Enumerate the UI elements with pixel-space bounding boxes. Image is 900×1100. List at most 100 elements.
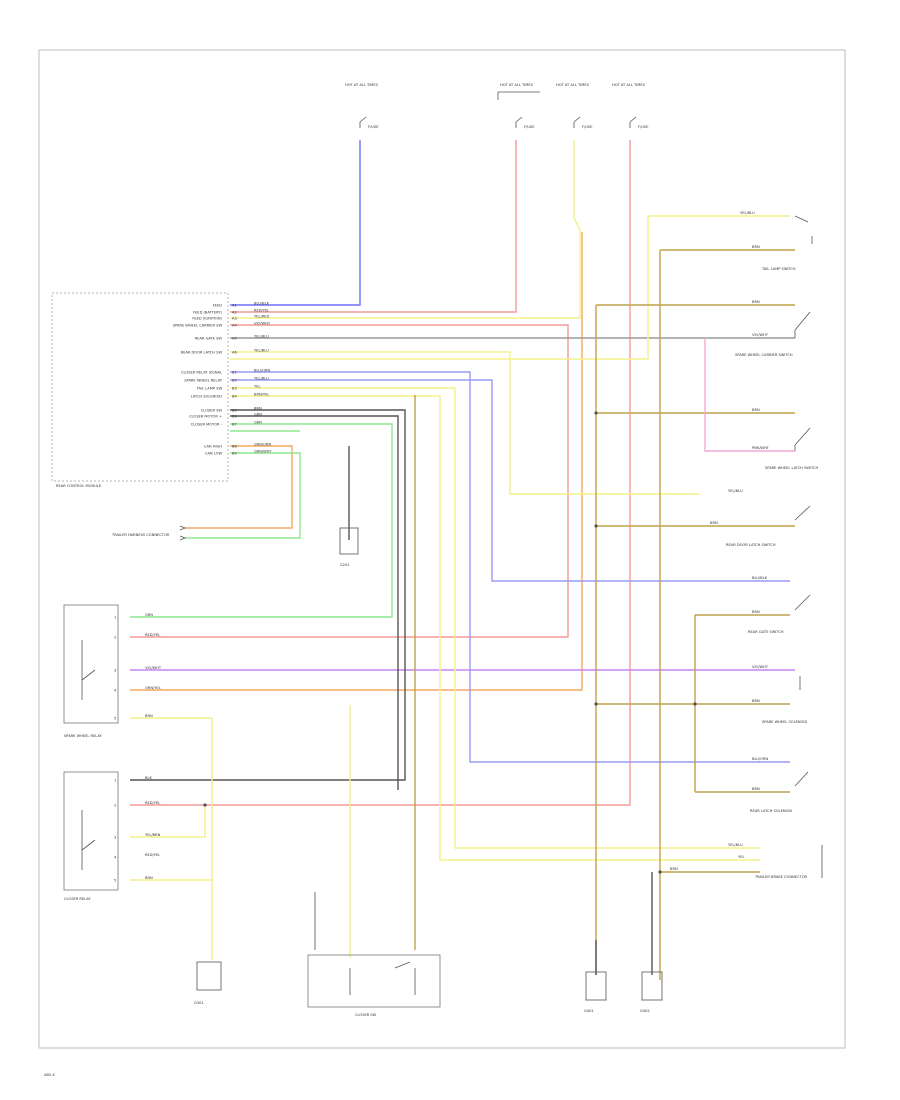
connector-left-label: TRAILER HARNESS CONNECTOR bbox=[111, 533, 170, 537]
junction-1 bbox=[594, 411, 598, 415]
module-name: REAR CONTROL MODULE bbox=[56, 484, 102, 488]
module-pin-id: B1 bbox=[232, 371, 237, 375]
wire-relay1-red bbox=[130, 324, 569, 638]
fuse-main: HOT AT ALL TIMES F/USE bbox=[345, 83, 379, 129]
module-pin-name: CLOSER MOTOR - bbox=[191, 423, 223, 427]
fuse-a-id: F/USE bbox=[524, 125, 535, 129]
wire-relay1-yellow bbox=[130, 717, 213, 880]
module-pin-name: FEED bbox=[213, 304, 223, 308]
ground-right-2: G402 bbox=[640, 971, 663, 1013]
module-pin-id: B4 bbox=[232, 395, 237, 399]
relay-pin-id: 5 bbox=[114, 717, 116, 721]
module-pin-wire: YEL bbox=[254, 385, 260, 389]
relay-pin-wire: RED/YEL bbox=[145, 801, 160, 805]
module-pin-name: CLOSER SW bbox=[201, 409, 223, 413]
closer-label: CLOSER SW bbox=[355, 1013, 377, 1017]
wire-feed-blue bbox=[230, 140, 361, 306]
fuse-a-label: HOT AT ALL TIMES bbox=[500, 83, 534, 87]
wire-fuse-b-yellow bbox=[230, 140, 581, 319]
module-pin-id: A6 bbox=[232, 351, 237, 355]
wire-yellow-closer bbox=[130, 879, 213, 960]
ground-center: G201 bbox=[339, 527, 359, 567]
right-wire-label: BRN bbox=[752, 699, 760, 703]
wire-can-high bbox=[185, 445, 293, 529]
relay-pin-id: 1 bbox=[114, 616, 116, 620]
right-wire-label: BRN bbox=[752, 408, 760, 412]
ground-center-label: G201 bbox=[340, 563, 350, 567]
spare-wheel-relay: SPARE WHEEL RELAY 1GRN2RED/YEL3VIO/WHT4O… bbox=[63, 604, 162, 738]
right-wire-label: YEL/BLU bbox=[728, 489, 743, 493]
module-pin-wire: YEL/BLU bbox=[254, 335, 269, 339]
relay-pin-wire: ORN/YEL bbox=[145, 686, 161, 690]
wire-fuse-a-red bbox=[230, 140, 517, 313]
right-wire-label: BRN bbox=[752, 787, 760, 791]
wire-can-low bbox=[185, 452, 301, 539]
r-switch4-label: REAR DOOR LATCH SWITCH bbox=[726, 543, 776, 547]
fuse-c-label: HOT AT ALL TIMES bbox=[612, 83, 646, 87]
r-switch6-label: SPARE WHEEL SOLENOID bbox=[762, 720, 807, 724]
fuse-b-label: HOT AT ALL TIMES bbox=[556, 83, 590, 87]
relay-pin-wire: RED/YEL bbox=[145, 633, 160, 637]
fuse-c: HOT AT ALL TIMES F/USE bbox=[612, 83, 649, 129]
module-pin-name: CLOSER RELAY SIGNAL bbox=[181, 371, 222, 375]
wire-yellow-388 bbox=[230, 387, 760, 849]
fuse-main-id: F/USE bbox=[368, 125, 379, 129]
fuse-c-id: F/USE bbox=[638, 125, 649, 129]
right-wire-label: BLU/ORN bbox=[752, 757, 768, 761]
module-pin-id: A5 bbox=[232, 337, 237, 341]
right-wire-label: YEL/BLU bbox=[740, 211, 755, 215]
right-wire-label: BRN bbox=[752, 300, 760, 304]
right-wire-label: YEL/BLU bbox=[728, 843, 743, 847]
module-pin-name: FEED (BATTERY) bbox=[193, 311, 223, 315]
module-pin-wire: VIO/WHT bbox=[254, 322, 271, 326]
right-wire-label: BRN bbox=[752, 245, 760, 249]
right-wire-label: PNK/WHT bbox=[752, 446, 770, 450]
relay2-label: CLOSER RELAY bbox=[64, 897, 91, 901]
module-pin-wire: BRN/YEL bbox=[254, 393, 269, 397]
r-switch1-label: TAIL LAMP SWITCH bbox=[761, 267, 796, 271]
closer-relay: CLOSER RELAY 1BLK2RED/YEL3YEL/BRN4RED/YE… bbox=[63, 771, 161, 901]
trailer-harness-connector: TRAILER HARNESS CONNECTOR bbox=[111, 525, 187, 541]
junction-6 bbox=[203, 803, 207, 807]
relay2-box bbox=[63, 771, 119, 891]
wire-blue-380 bbox=[230, 379, 790, 582]
module-pin-wire: GRN bbox=[254, 413, 262, 417]
r-switch2-label: SPARE WHEEL CARRIER SWITCH bbox=[735, 353, 793, 357]
right-switches: TAIL LAMP SWITCH SPARE WHEEL CARRIER SWI… bbox=[726, 215, 823, 879]
module-pin-name: REAR DOOR LATCH SW bbox=[181, 351, 223, 355]
wire-yellow-closer-sw bbox=[130, 805, 206, 838]
module-pin-name: LATCH SOLENOID bbox=[191, 395, 223, 399]
wire-yellow-352 bbox=[230, 351, 700, 495]
module-pin-wire: BRN bbox=[254, 407, 262, 411]
module-pin-name: CAN LOW bbox=[205, 452, 223, 456]
module-pin-id: A3 bbox=[232, 317, 237, 321]
ground-left-label: G301 bbox=[194, 1001, 204, 1005]
ground-r2-symbol bbox=[641, 971, 663, 1001]
wire-yellow-359 bbox=[230, 215, 790, 360]
wire-yellow-396 bbox=[230, 395, 760, 861]
relay1-label: SPARE WHEEL RELAY bbox=[64, 734, 103, 738]
right-wire-label: BLU/BLK bbox=[752, 576, 768, 580]
module-pin-wire: RED/YEL bbox=[254, 309, 269, 313]
right-wire-label: YEL bbox=[738, 855, 744, 859]
right-wire-labels: YEL/BLUBRNBRNVIO/WHTBRNPNK/WHTYEL/BLUBRN… bbox=[670, 211, 770, 871]
module-pin-id: B8 bbox=[232, 445, 237, 449]
fuse-a: HOT AT ALL TIMES F/USE bbox=[497, 83, 540, 129]
wire-brown-416 bbox=[230, 415, 399, 790]
ground-left-symbol bbox=[196, 961, 222, 991]
relay-pin-wire: RED/YEL bbox=[145, 853, 160, 857]
module-outline bbox=[51, 292, 229, 482]
module-pin-id: B5 bbox=[232, 409, 237, 413]
module-pin-id: B3 bbox=[232, 387, 237, 391]
relay-pin-id: 2 bbox=[114, 636, 116, 640]
module-pin-id: B7 bbox=[232, 423, 237, 427]
right-wire-label: BRN bbox=[710, 521, 718, 525]
right-wire-label: BRN bbox=[752, 610, 760, 614]
relay-pin-id: 3 bbox=[114, 669, 116, 673]
junctions bbox=[203, 411, 697, 874]
module-pin-name: SPARE WHEEL RELAY bbox=[184, 379, 223, 383]
right-wire-label: BRN bbox=[670, 867, 678, 871]
relay-pin-id: 1 bbox=[114, 779, 116, 783]
module-pin-name: SPARE WHEEL CARRIER SW bbox=[173, 324, 223, 328]
